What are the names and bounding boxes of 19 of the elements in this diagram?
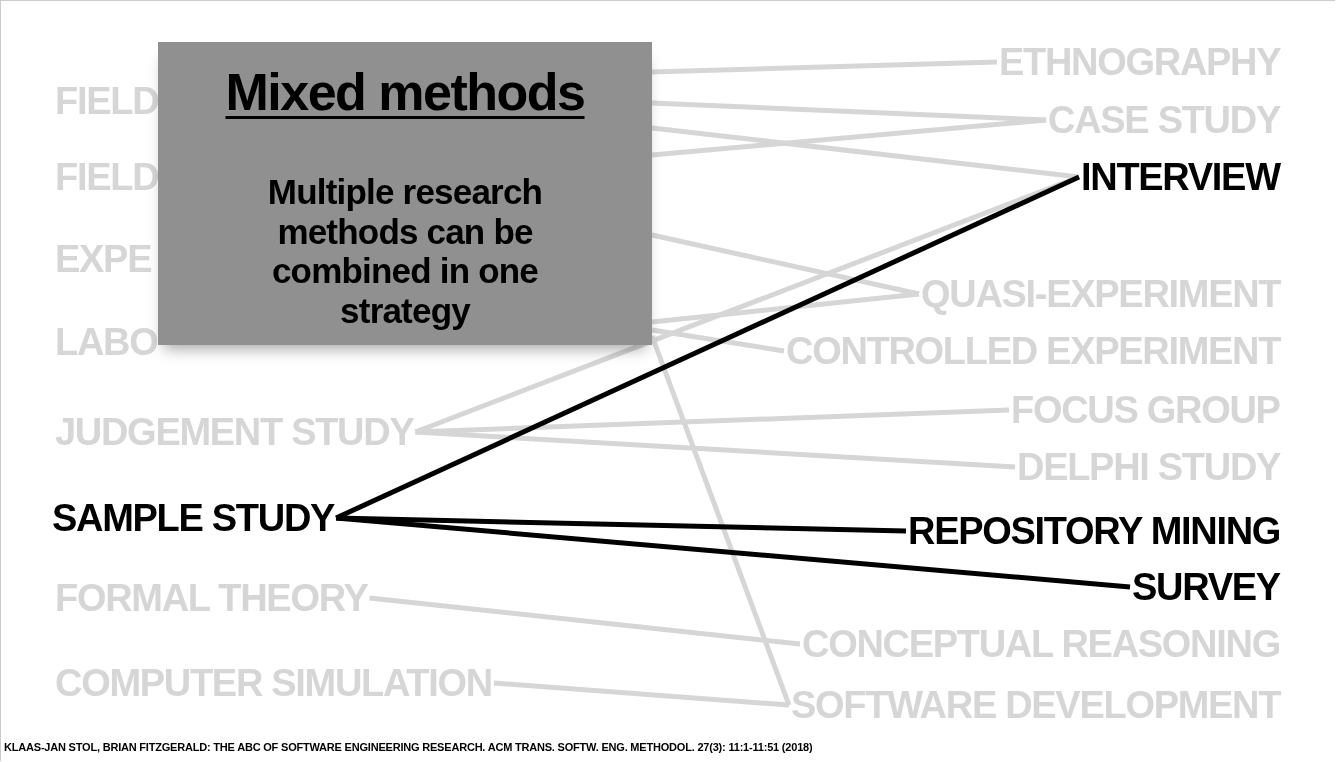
connector-line [651,100,1047,123]
connector-line [415,407,1010,435]
connector-line [651,125,1080,180]
connector-line [651,117,1047,158]
citation-text: KLAAS-JAN STOL, BRIAN FITZGERALD: THE ABC OF SOFTWARE ENGINEERING RESEARCH. ACM TRANS. SOFTW. ENG. METHODOL. 27(3): 11:1-11:51 (2018) [4,741,813,753]
callout-box [158,42,652,345]
method-label: INTERVIEW [1081,158,1280,196]
connector-line [651,327,785,354]
method-label: REPOSITORY MINING [908,512,1281,550]
connector-line [369,595,801,647]
connector-line [415,429,1016,470]
method-label: SAMPLE STUDY [52,499,335,537]
connector-line [651,291,920,325]
callout-heading: Mixed methods [225,64,585,122]
connector-line [493,680,790,708]
method-label: SURVEY [1132,568,1280,606]
callout-text: Multiple research methods can be combined in one strategy [266,172,544,331]
connector-line [335,515,1131,590]
connector-line [651,59,998,75]
